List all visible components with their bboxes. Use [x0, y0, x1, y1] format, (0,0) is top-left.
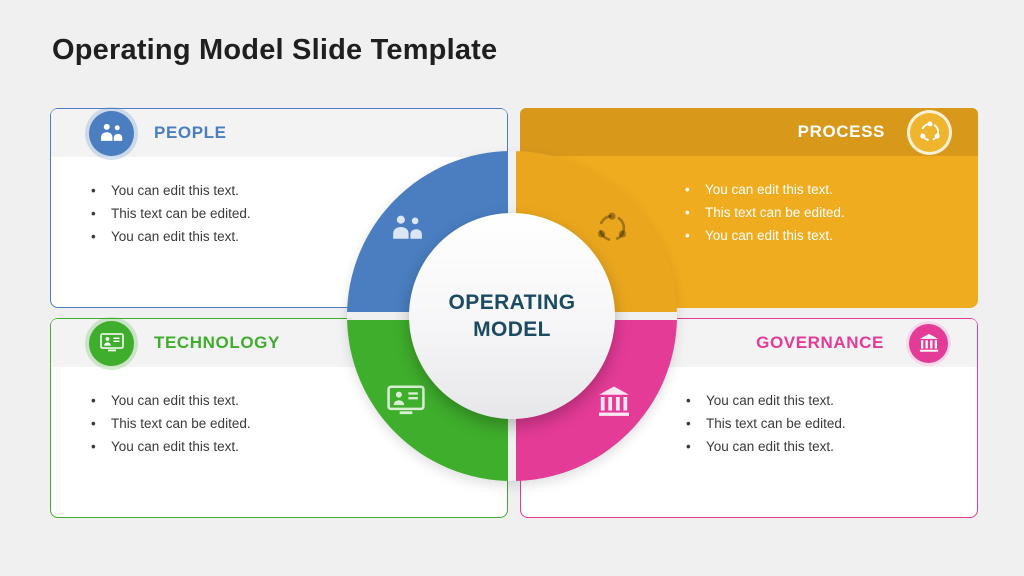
governance-bullet-list: You can edit this text. This text can be… [684, 391, 846, 460]
governance-quadrant-icon [593, 380, 635, 422]
governance-card-title[interactable]: GOVERNANCE [756, 333, 884, 352]
process-bullet-list: You can edit this text. This text can be… [683, 180, 845, 249]
bullet-item[interactable]: You can edit this text. [683, 180, 845, 199]
bullet-item[interactable]: This text can be edited. [683, 203, 845, 222]
bullet-item[interactable]: You can edit this text. [89, 227, 251, 246]
technology-icon-glyph [99, 333, 124, 352]
quadrant-ring: OPERATING MODEL [347, 151, 677, 481]
center-label-line1: OPERATING [448, 291, 576, 314]
bullet-item[interactable]: This text can be edited. [89, 204, 251, 223]
bullet-item[interactable]: This text can be edited. [684, 414, 846, 433]
process-icon-glyph [919, 121, 940, 142]
bullet-item[interactable]: You can edit this text. [684, 437, 846, 456]
bullet-item[interactable]: You can edit this text. [89, 437, 251, 456]
process-card[interactable]: PROCESS You can edit this text. This tex… [520, 108, 978, 308]
governance-icon[interactable] [906, 320, 951, 366]
process-card-header: PROCESS [520, 108, 978, 156]
people-card-header: PEOPLE [51, 109, 507, 157]
process-quadrant-icon [591, 207, 633, 249]
governance-icon-glyph [919, 333, 938, 352]
technology-card-title[interactable]: TECHNOLOGY [154, 333, 280, 352]
bullet-item[interactable]: You can edit this text. [683, 226, 845, 245]
people-bullet-list: You can edit this text. This text can be… [89, 181, 251, 250]
technology-bullet-list: You can edit this text. This text can be… [89, 391, 251, 460]
bullet-item[interactable]: You can edit this text. [684, 391, 846, 410]
bullet-item[interactable]: This text can be edited. [89, 414, 251, 433]
people-icon-glyph [100, 123, 122, 141]
bullet-item[interactable]: You can edit this text. [89, 391, 251, 410]
process-icon[interactable] [907, 109, 952, 155]
bullet-item[interactable]: You can edit this text. [89, 181, 251, 200]
center-circle[interactable]: OPERATING MODEL [409, 213, 615, 419]
people-card-title[interactable]: PEOPLE [154, 123, 227, 142]
technology-quadrant-icon [385, 380, 427, 422]
people-quadrant-icon [387, 207, 429, 249]
technology-icon[interactable] [89, 320, 134, 366]
center-label-line2: MODEL [473, 318, 551, 341]
people-icon[interactable] [89, 110, 134, 156]
page-title[interactable]: Operating Model Slide Template [52, 34, 498, 66]
process-card-title[interactable]: PROCESS [797, 122, 885, 141]
